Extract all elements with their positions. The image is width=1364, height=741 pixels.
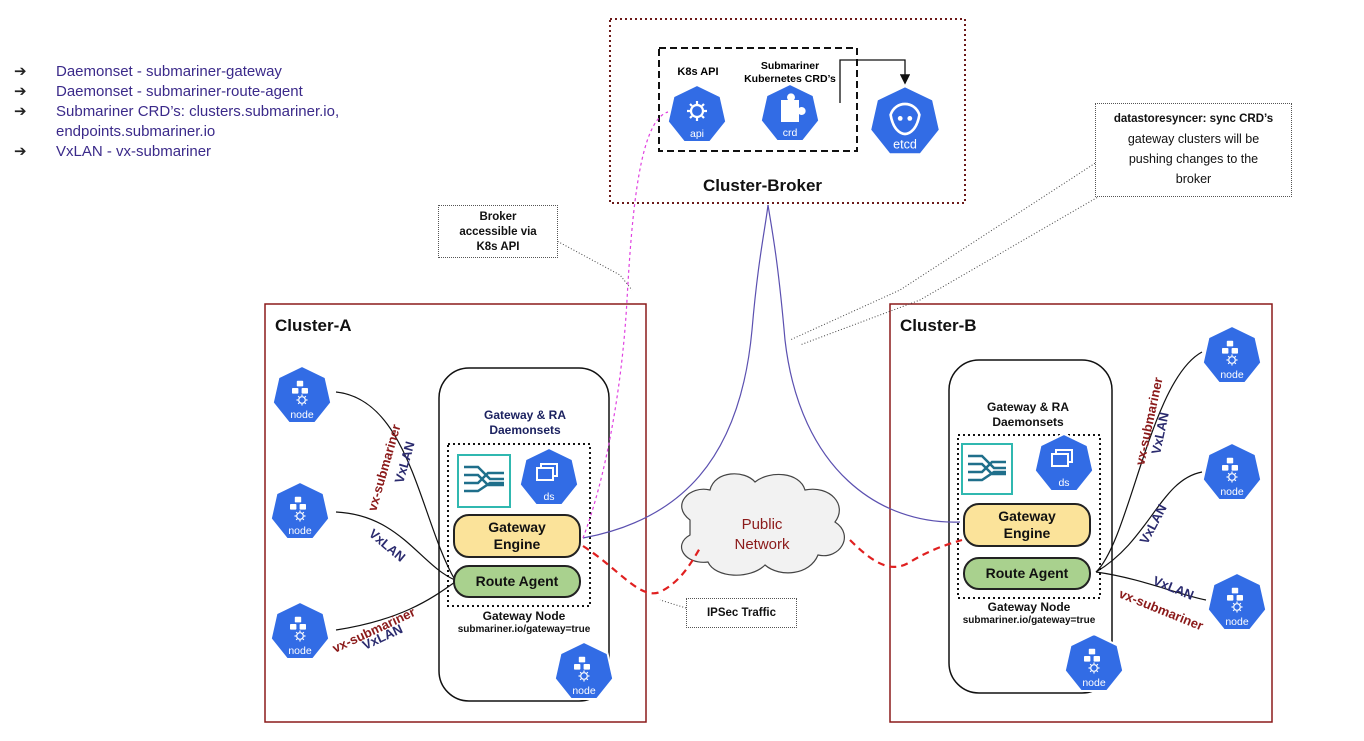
k8s-node-icon: node [269, 601, 331, 660]
public-network-label: Public Network [734, 516, 790, 553]
node-link-b2 [1095, 471, 1203, 573]
daemonsets-label-b: Gateway & RA Daemonsets [986, 400, 1070, 429]
cluster-broker-title: Cluster-Broker [703, 176, 823, 195]
gateway-node-box-b [948, 359, 1113, 694]
cluster-broker-box [609, 18, 966, 204]
daemonset-icon: ds [1033, 433, 1095, 492]
k8s-api-label: K8s API [677, 66, 719, 78]
submariner-crd-label: Submariner Kubernetes CRD’s [744, 60, 836, 85]
ipsec-leader [659, 599, 687, 609]
svg-text:node: node [572, 685, 596, 697]
ipsec-traffic-note: IPSec Traffic [686, 598, 797, 628]
vxlan-label: VxLAN [1151, 573, 1196, 603]
submariner-logo-icon [457, 454, 511, 508]
node-link-a3 [335, 581, 456, 631]
datastoresyncer-note: datastoresyncer: sync CRD’s gateway clus… [1095, 103, 1292, 197]
svg-text:node: node [1220, 369, 1244, 381]
cluster-b-title: Cluster-B [900, 316, 977, 335]
gateway-node-box-a [438, 367, 610, 702]
bullet-item: ➔VxLAN - vx-submariner [14, 143, 212, 160]
cluster-a-title: Cluster-A [275, 316, 352, 335]
svg-text:node: node [1225, 616, 1249, 628]
k8s-node-icon: node [1206, 572, 1268, 631]
svg-text:ds: ds [1058, 477, 1069, 489]
ipsec-link-a [582, 545, 701, 595]
vxlan-label: VxLAN [1136, 502, 1169, 547]
k8s-node-icon: node [1201, 325, 1263, 384]
svg-text:api: api [690, 128, 704, 140]
bullet-item: ➔Daemonset - submariner-route-agent [14, 83, 303, 100]
public-network-cloud [680, 473, 845, 576]
bullet-item: ➔Daemonset - submariner-gateway [14, 63, 282, 80]
crd-icon: crd [759, 83, 821, 142]
broker-api-link [582, 111, 669, 539]
broker-access-note: Broker accessible via K8s API [438, 205, 558, 258]
ipsec-link-b [849, 538, 963, 568]
svg-text:node: node [1082, 677, 1106, 689]
gateway-node-label-b: Gateway Node submariner.io/gateway=true [962, 600, 1096, 627]
node-link-b1 [1095, 351, 1203, 573]
bullet-list: ➔Daemonset - submariner-gateway ➔Daemons… [14, 62, 436, 162]
svg-text:ds: ds [543, 491, 554, 503]
svg-text:etcd: etcd [893, 137, 917, 151]
k8s-api-icon: api [666, 84, 728, 143]
broker-access-leader [554, 239, 633, 291]
datastore-leader-1 [789, 159, 1101, 341]
datastore-leader-2 [799, 189, 1111, 346]
node-link-b3 [1095, 571, 1207, 601]
svg-text:crd: crd [783, 127, 798, 139]
broker-api-box [658, 47, 858, 152]
svg-text:node: node [288, 645, 312, 657]
daemonset-icon: ds [518, 447, 580, 506]
cluster-b-box [889, 303, 1273, 723]
svg-text:node: node [288, 525, 312, 537]
route-agent-a[interactable]: Route Agent [453, 565, 581, 598]
k8s-node-icon: node [271, 365, 333, 424]
k8s-node-icon: node [1063, 633, 1125, 692]
daemonsets-label-a: Gateway & RA Daemonsets [483, 408, 567, 437]
cluster-a-box [264, 303, 647, 723]
gateway-b-broker-link [767, 204, 961, 523]
vxlan-label: VxLAN [366, 526, 408, 565]
daemonsets-box-a [447, 443, 591, 607]
svg-text:node: node [1220, 486, 1244, 498]
svg-text:node: node [290, 409, 314, 421]
submariner-logo-icon [961, 443, 1013, 495]
gateway-node-label-a: Gateway Node submariner.io/gateway=true [457, 609, 591, 636]
etcd-icon: etcd [868, 84, 942, 156]
node-link-a1 [335, 391, 456, 581]
k8s-node-icon: node [1201, 442, 1263, 501]
node-link-a2 [335, 511, 456, 581]
k8s-node-icon: node [269, 481, 331, 540]
k8s-node-icon: node [553, 641, 615, 700]
route-agent-b[interactable]: Route Agent [963, 557, 1091, 590]
daemonsets-box-b [957, 434, 1101, 599]
bullet-item: ➔Submariner CRD’s: clusters.submariner.i… [14, 103, 340, 140]
crd-to-etcd-arrow [839, 59, 911, 103]
gateway-a-broker-link [582, 204, 769, 539]
